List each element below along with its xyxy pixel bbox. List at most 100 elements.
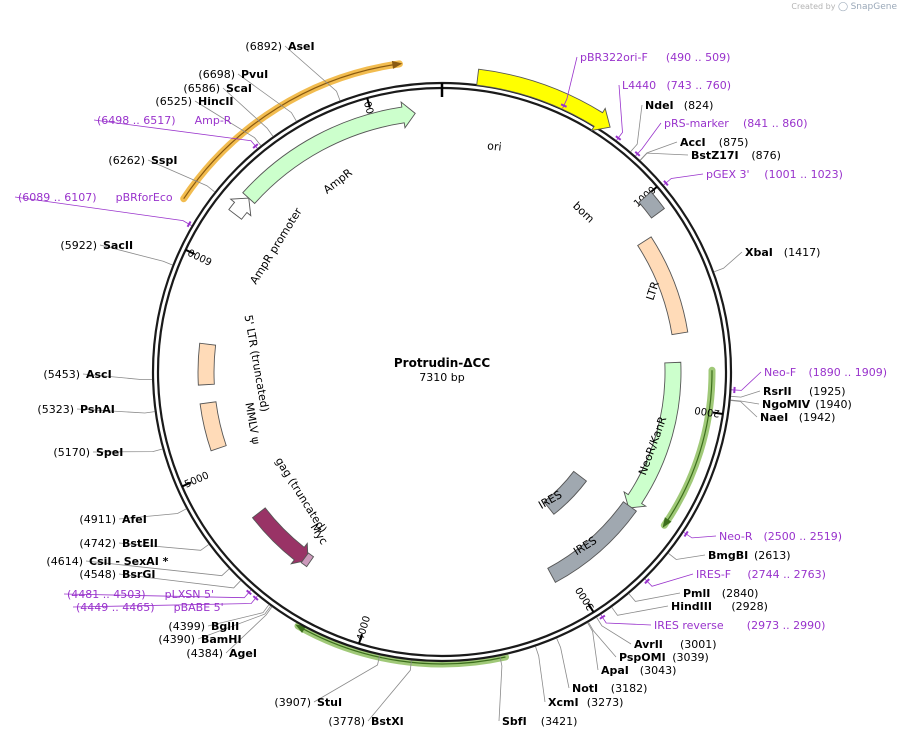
- site-name-9[interactable]: AfeI: [122, 513, 147, 526]
- site-name-24[interactable]: HindIII: [671, 600, 712, 613]
- site-name-30[interactable]: XbaI: [745, 246, 773, 259]
- site-pos-22: (3039): [672, 651, 709, 664]
- feature-ires-inner[interactable]: [543, 470, 588, 515]
- site-name-3[interactable]: HincII: [198, 95, 234, 108]
- primer-name-4[interactable]: Neo-F: [764, 366, 796, 379]
- plasmid-center-title: Protrudin-ΔCC 7310 bp: [394, 356, 490, 384]
- feature-bom[interactable]: [638, 191, 666, 219]
- primer-leader-6: [644, 573, 694, 587]
- site-name-23[interactable]: AvrII: [634, 638, 663, 651]
- feature-ori[interactable]: [476, 68, 611, 132]
- feature-ampr-promoter[interactable]: [228, 197, 252, 220]
- site-name-16[interactable]: StuI: [317, 696, 342, 709]
- site-leader-17: [367, 660, 412, 722]
- primer-binding-mark-0: [560, 103, 568, 108]
- primer-pos-11: (6498 .. 6517): [97, 114, 176, 127]
- feature-myc[interactable]: [300, 552, 315, 568]
- feature-label-ori: ori: [487, 139, 503, 153]
- site-name-1[interactable]: PvuI: [241, 68, 268, 81]
- site-name-25[interactable]: PmlI: [683, 587, 710, 600]
- primer-name-11[interactable]: Amp-R: [195, 114, 232, 127]
- site-leader-20: [556, 638, 570, 689]
- site-pos-25: (2840): [722, 587, 759, 600]
- site-leader-27: [730, 400, 758, 418]
- site-name-15[interactable]: AgeI: [229, 647, 257, 660]
- site-name-31[interactable]: BstZ17I: [691, 149, 739, 162]
- primer-binding-mark-3: [663, 180, 669, 186]
- site-pos-0: (6892): [245, 40, 282, 53]
- primer-binding-mark-11: [252, 143, 259, 149]
- site-leader-23: [596, 617, 632, 645]
- site-name-33[interactable]: NdeI: [645, 99, 674, 112]
- feature-ires-outer[interactable]: [547, 501, 638, 584]
- site-pos-28: (1940): [815, 398, 852, 411]
- primer-pos-1: (743 .. 760): [667, 79, 732, 92]
- primer-binding-mark-8: [246, 589, 252, 596]
- site-name-22[interactable]: PspOMI: [619, 651, 666, 664]
- primer-name-2[interactable]: pRS-marker: [664, 117, 729, 130]
- site-leader-3: [194, 100, 262, 146]
- site-name-28[interactable]: NgoMIV: [762, 398, 811, 411]
- primer-leader-4: [731, 371, 762, 391]
- site-name-20[interactable]: NotI: [572, 682, 598, 695]
- primer-binding-mark-9: [252, 595, 259, 601]
- primer-name-5[interactable]: Neo-R: [719, 530, 753, 543]
- site-name-18[interactable]: SbfI: [502, 715, 527, 728]
- primer-name-1[interactable]: L4440: [622, 79, 656, 92]
- feature-ltr-right[interactable]: [637, 236, 689, 336]
- site-name-21[interactable]: ApaI: [601, 664, 629, 677]
- site-name-29[interactable]: RsrII: [763, 385, 792, 398]
- primer-pos-6: (2744 .. 2763): [747, 568, 826, 581]
- site-name-10[interactable]: BstEII: [122, 537, 158, 550]
- site-name-8[interactable]: SpeI: [96, 446, 123, 459]
- site-leader-6: [82, 373, 153, 381]
- site-leader-0: [284, 45, 341, 101]
- primer-name-6[interactable]: IRES-F: [696, 568, 731, 581]
- site-leader-1: [237, 73, 297, 122]
- primer-name-10[interactable]: pBRforEco: [116, 191, 173, 204]
- primer-name-8[interactable]: pLXSN 5': [165, 588, 214, 601]
- feature-gag[interactable]: [251, 507, 309, 565]
- primer-pos-7: (2973 .. 2990): [747, 619, 826, 632]
- site-pos-6: (5453): [43, 368, 80, 381]
- primer-pos-4: (1890 .. 1909): [809, 366, 888, 379]
- site-name-4[interactable]: SspI: [151, 154, 177, 167]
- feature-mmlv-psi[interactable]: [199, 401, 227, 452]
- primer-binding-mark-10: [186, 221, 192, 228]
- site-name-7[interactable]: PshAI: [80, 403, 115, 416]
- site-name-11[interactable]: CsiI - SexAI *: [89, 555, 169, 568]
- feature-layer: [197, 68, 689, 584]
- primer-name-3[interactable]: pGEX 3': [706, 168, 750, 181]
- site-name-6[interactable]: AscI: [86, 368, 112, 381]
- primer-name-7[interactable]: IRES reverse: [654, 619, 724, 632]
- site-name-19[interactable]: XcmI: [548, 696, 579, 709]
- site-leader-32: [639, 141, 678, 161]
- site-name-5[interactable]: SacII: [103, 239, 133, 252]
- plasmid-size: 7310 bp: [419, 371, 464, 384]
- primer-pos-5: (2500 .. 2519): [764, 530, 843, 543]
- feature-ampr[interactable]: [242, 101, 416, 205]
- site-name-26[interactable]: BmgBI: [708, 549, 748, 562]
- site-name-12[interactable]: BsrGI: [122, 568, 155, 581]
- site-pos-4: (6262): [108, 154, 145, 167]
- site-name-13[interactable]: BglII: [211, 620, 239, 633]
- snapgene-watermark: Created by ◯ SnapGene: [791, 2, 897, 12]
- site-leader-15: [225, 606, 273, 654]
- tick-label-5000: 5000: [183, 470, 211, 490]
- feature-label-ampr-promoter: AmpR promoter: [247, 205, 305, 286]
- feature-label-5-ltr-truncated: 5' LTR (truncated): [242, 314, 272, 413]
- feature-ltr-left[interactable]: [197, 342, 217, 386]
- feature-neor-kanr[interactable]: [623, 361, 682, 509]
- site-name-17[interactable]: BstXI: [371, 715, 404, 728]
- site-name-2[interactable]: ScaI: [226, 82, 252, 95]
- site-name-32[interactable]: AccI: [680, 136, 706, 149]
- orf-bottom-line: [297, 625, 506, 665]
- site-name-27[interactable]: NaeI: [760, 411, 788, 424]
- site-pos-16: (3907): [274, 696, 311, 709]
- primer-name-9[interactable]: pBABE 5': [174, 601, 224, 614]
- site-pos-23: (3001): [680, 638, 717, 651]
- site-name-14[interactable]: BamHI: [201, 633, 242, 646]
- primer-name-0[interactable]: pBR322ori-F: [580, 51, 648, 64]
- site-name-0[interactable]: AseI: [288, 40, 315, 53]
